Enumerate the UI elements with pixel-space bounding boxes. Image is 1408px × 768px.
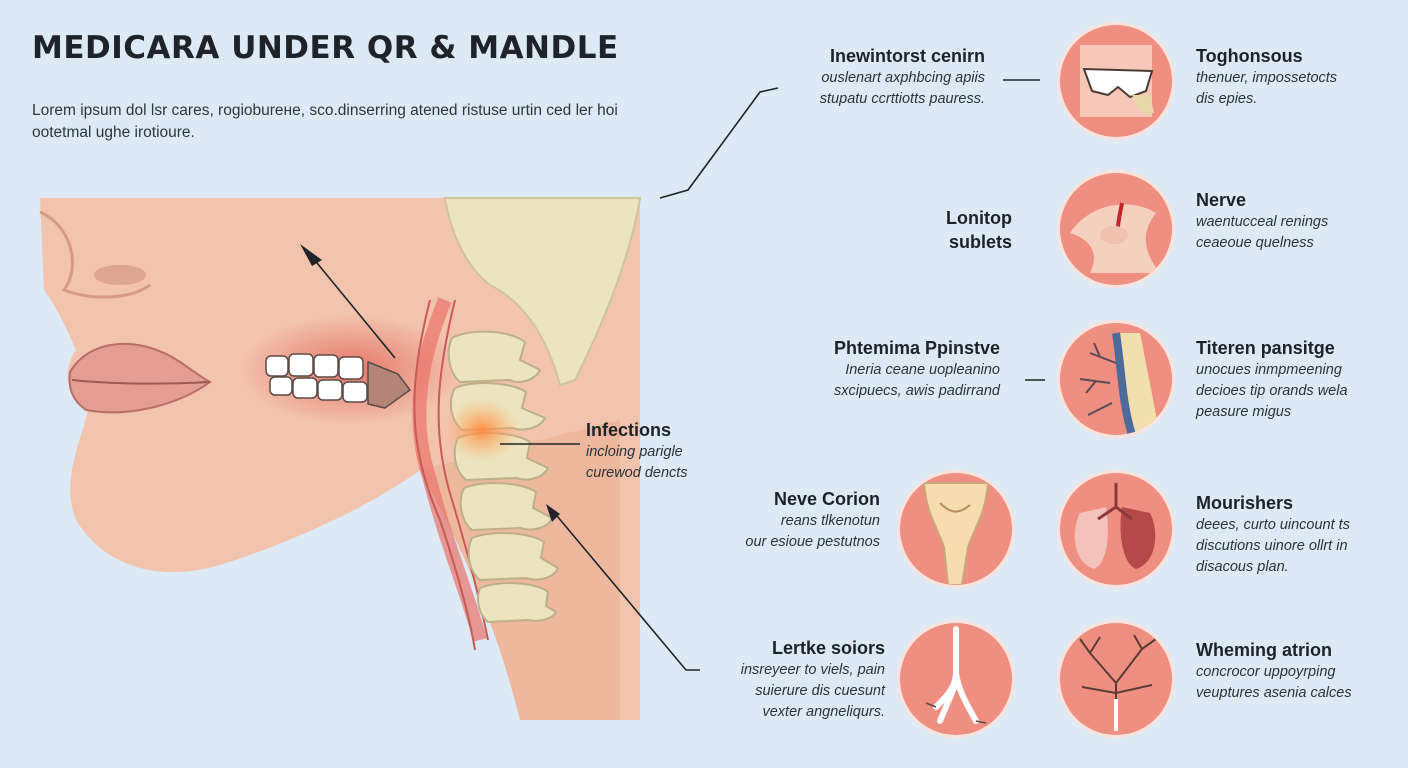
label-top-right: Toghonsous thenuer, impossetocts dis epi… (1196, 44, 1396, 110)
label-title: Lertke soiors (771, 638, 885, 658)
label-line: reans tlkenotun (780, 513, 880, 529)
label-nerve-right: Nerve waentucceal renings ceaeoue quelne… (1196, 188, 1396, 254)
label-line: dis epies. (1196, 91, 1258, 107)
label-line: Ineria ceane uopleanino (845, 362, 1000, 378)
label-line: sublets (948, 232, 1012, 252)
label-mid-right: Titeren pansitge unocues inmpmeening dec… (1196, 336, 1401, 423)
label-neve: Neve Corion reans tlkenotun our esioue p… (700, 487, 880, 553)
label-line: veuptures asenia calces (1196, 685, 1352, 701)
page-title: MEDICARA UNDER QR & MANDLE (32, 30, 619, 66)
label-infections: Infections incloing parigle curewod denc… (586, 418, 766, 484)
nose (39, 210, 151, 299)
label-title: Mourishers (1196, 493, 1294, 513)
label-mid-left: Phtemima Ppinstve Ineria ceane uopleanin… (780, 336, 1000, 402)
intro-text: Lorem ipsum dol lsr cares, rogiobureне, … (32, 102, 618, 141)
label-lertke: Lertke soiors insreyeer to viels, pain s… (690, 636, 885, 723)
label-top-center: Inewintorst cenirn ouslenart axphbcing a… (760, 44, 985, 110)
label-line: curewod dencts (586, 465, 688, 481)
cervical-spine (447, 330, 560, 624)
label-line: discutions uinore ollrt in (1196, 538, 1348, 554)
blood-vessel-icon (1057, 320, 1175, 438)
label-line: thenuer, impossetocts (1196, 70, 1338, 86)
nerve-tissue-icon (1057, 170, 1175, 288)
label-line: stupatu ccrttiotts pauress. (819, 91, 985, 107)
label-wheming: Wheming atrion concrocor uppoyrping veup… (1196, 638, 1401, 704)
throat-tissue (412, 297, 487, 642)
arrow-head (300, 244, 322, 266)
label-title: Neve Corion (773, 489, 880, 509)
label-line: unocues inmpmeening (1196, 362, 1342, 378)
label-line: ceaeoue quelness (1196, 235, 1314, 251)
label-title: Wheming atrion (1196, 640, 1332, 660)
label-line: concrocor uppoyrping (1196, 664, 1336, 680)
label-title: Inewintorst cenirn (829, 46, 985, 66)
label-line: suierure dis cuesunt (755, 683, 885, 699)
label-line: deees, curto uincount ts (1196, 517, 1350, 533)
label-line: insreyeer to viels, pain (740, 662, 885, 678)
label-line: our esioue pestutnos (745, 534, 880, 550)
label-line: ouslenart axphbcing apiis (821, 70, 985, 86)
label-title: Nerve (1196, 190, 1247, 210)
vessel-network-icon (1057, 620, 1175, 738)
label-line: incloing parigle (586, 444, 683, 460)
label-line: sxcipuecs, awis padirrand (833, 383, 1000, 399)
teeth-icon (1057, 22, 1175, 140)
teeth (265, 353, 368, 403)
label-title: Phtemima Ppinstve (833, 338, 1000, 358)
leader-lines (307, 79, 1045, 671)
label-line: peasure migus (1196, 404, 1292, 420)
label-line: waentucceal renings (1196, 214, 1329, 230)
label-title: Infections (586, 420, 672, 440)
label-lungs: Mourishers deees, curto uincount ts disc… (1196, 491, 1401, 578)
tooth-root-icon (897, 470, 1015, 588)
lung-icon (1057, 470, 1175, 588)
nerve-root-icon (897, 620, 1015, 738)
label-line: vexter angneliqurs. (762, 704, 885, 720)
label-line: disacous plan. (1196, 559, 1289, 575)
skull-bone (443, 197, 642, 387)
label-line: decioes tip orands wela (1196, 383, 1348, 399)
label-title: Lonitop (946, 208, 1012, 228)
label-title: Titeren pansitge (1196, 338, 1335, 358)
label-nerve-left: Lonitop sublets (900, 206, 1012, 254)
label-title: Toghonsous (1196, 46, 1303, 66)
